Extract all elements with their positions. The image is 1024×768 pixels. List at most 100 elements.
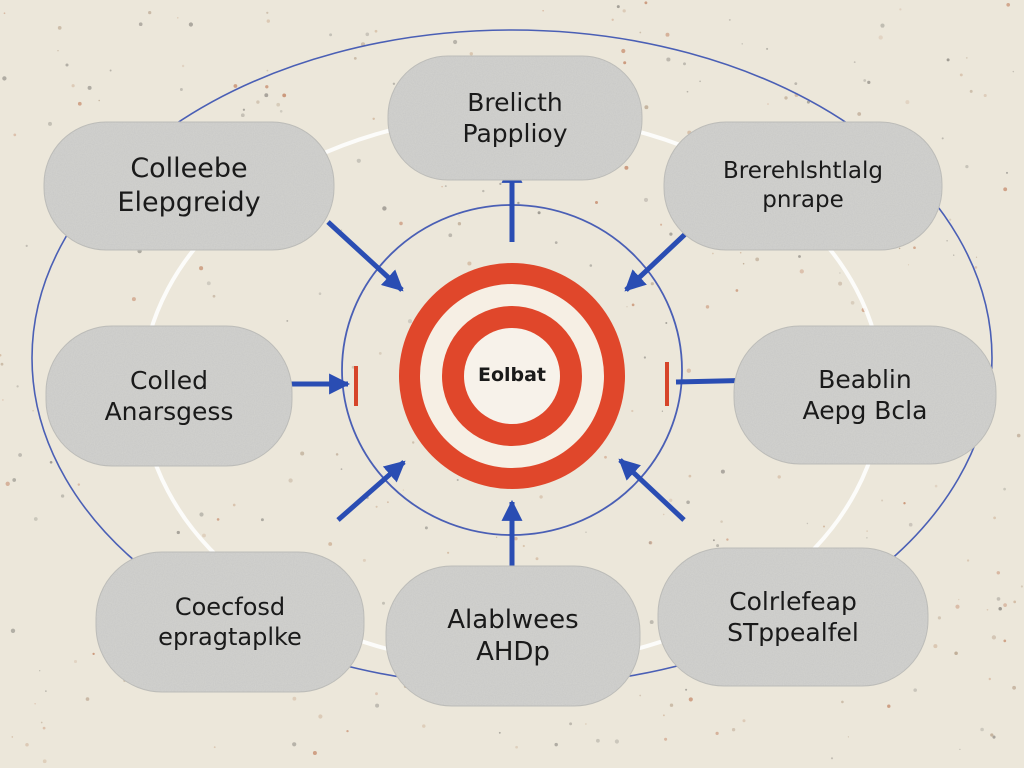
speckle-dot xyxy=(375,505,378,508)
speckle-dot xyxy=(648,541,653,545)
speckle-dot xyxy=(899,8,902,11)
speckle-dot xyxy=(624,165,629,170)
arrow-bottom-right xyxy=(618,458,686,522)
speckle-dot xyxy=(585,723,587,725)
speckle-dot xyxy=(87,85,92,90)
speckle-dot xyxy=(644,1,648,5)
speckle-dot xyxy=(907,264,910,266)
speckle-dot xyxy=(903,502,906,505)
speckle-dot xyxy=(25,244,28,247)
speckle-dot xyxy=(866,537,868,539)
speckle-dot xyxy=(996,571,1001,575)
speckle-dot xyxy=(953,254,955,256)
center-label: Eolbat xyxy=(477,364,547,386)
speckle-dot xyxy=(499,182,502,186)
node-texture xyxy=(44,56,996,706)
speckle-dot xyxy=(665,322,668,324)
speckle-dot xyxy=(766,47,769,50)
target-bullseye xyxy=(399,263,625,489)
speckle-dot xyxy=(374,29,378,33)
speckle-dot xyxy=(686,500,690,505)
speckle-dot xyxy=(2,399,4,401)
speckle-dot xyxy=(794,82,798,86)
speckle-dot xyxy=(1006,171,1008,174)
speckle-dot xyxy=(639,694,642,697)
speckle-dot xyxy=(49,460,53,464)
speckle-dot xyxy=(109,69,112,72)
speckle-dot xyxy=(18,453,22,457)
speckle-dot xyxy=(975,256,978,258)
speckle-dot xyxy=(469,52,473,56)
speckle-dot xyxy=(728,18,731,21)
speckle-dot xyxy=(340,468,343,470)
speckle-dot xyxy=(665,32,670,37)
speckle-dot xyxy=(482,189,485,193)
speckle-dot xyxy=(853,61,856,63)
speckle-dot xyxy=(240,113,245,118)
speckle-dot xyxy=(611,18,614,21)
speckle-dot xyxy=(13,133,17,137)
speckle-dot xyxy=(233,84,238,88)
speckle-dot xyxy=(181,64,185,68)
speckle-dot xyxy=(731,728,736,732)
speckle-dot xyxy=(777,475,781,479)
speckle-dot xyxy=(457,222,462,226)
speckle-dot xyxy=(838,281,843,286)
speckle-dot xyxy=(998,607,1002,611)
speckle-dot xyxy=(3,12,6,15)
speckle-dot xyxy=(242,108,246,111)
speckle-dot xyxy=(177,17,179,19)
speckle-dot xyxy=(365,32,370,37)
speckle-dot xyxy=(199,512,204,517)
speckle-dot xyxy=(742,719,746,723)
speckle-dot xyxy=(40,721,43,724)
speckle-dot xyxy=(664,737,668,741)
speckle-dot xyxy=(517,201,520,205)
speckle-dot xyxy=(688,474,692,478)
speckle-dot xyxy=(539,495,543,499)
speckle-dot xyxy=(279,110,283,113)
speckle-dot xyxy=(300,451,305,456)
speckle-dot xyxy=(424,526,428,530)
speckle-dot xyxy=(946,58,950,62)
speckle-dot xyxy=(988,677,991,681)
speckle-dot xyxy=(959,73,963,77)
right-tick-mark xyxy=(665,362,669,406)
speckle-dot xyxy=(822,525,826,528)
speckle-dot xyxy=(411,441,415,444)
speckle-dot xyxy=(407,319,413,324)
speckle-dot xyxy=(850,300,855,305)
speckle-dot xyxy=(276,102,281,107)
speckle-dot xyxy=(372,117,375,121)
speckle-dot xyxy=(402,489,405,491)
speckle-dot xyxy=(282,93,287,98)
speckle-dot xyxy=(739,251,742,254)
speckle-dot xyxy=(974,266,978,269)
speckle-dot xyxy=(993,516,996,520)
speckle-dot xyxy=(131,297,136,302)
speckle-dot xyxy=(266,69,269,72)
speckle-dot xyxy=(212,294,216,298)
speckle-dot xyxy=(639,31,642,34)
speckle-dot xyxy=(138,22,143,27)
speckle-dot xyxy=(969,89,973,93)
speckle-dot xyxy=(554,742,558,747)
speckle-dot xyxy=(535,557,539,561)
speckle-dot xyxy=(514,536,518,541)
speckle-dot xyxy=(585,531,587,534)
speckle-dot xyxy=(48,121,52,126)
speckle-dot xyxy=(98,99,100,102)
speckle-dot xyxy=(216,518,220,521)
speckle-dot xyxy=(264,93,269,98)
speckle-dot xyxy=(908,522,913,527)
speckle-dot xyxy=(329,33,333,37)
speckle-dot xyxy=(595,201,598,204)
speckle-dot xyxy=(604,455,607,459)
speckle-dot xyxy=(1013,600,1017,604)
speckle-dot xyxy=(990,733,994,737)
speckle-dot xyxy=(260,518,264,522)
speckle-dot xyxy=(715,731,719,736)
speckle-dot xyxy=(34,703,36,705)
speckle-dot xyxy=(716,544,720,548)
speckle-dot xyxy=(847,736,850,738)
